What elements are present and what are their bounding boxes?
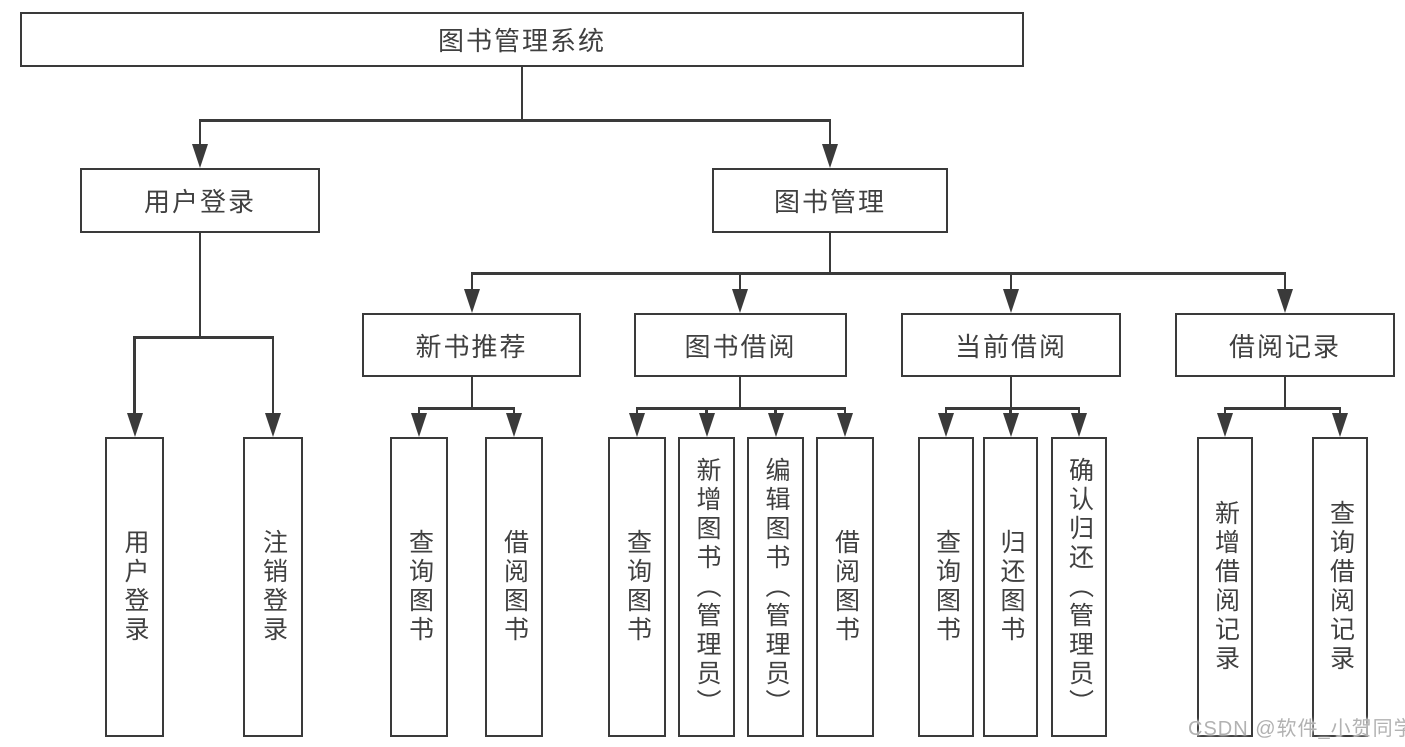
connector-bar (635, 407, 847, 410)
arrowhead-down-icon (1332, 413, 1348, 437)
leaf-edit-books-admin: 编辑图书（管理员） (747, 437, 804, 737)
connector-drop (828, 119, 832, 150)
node-book-management-label: 图书管理 (773, 187, 886, 217)
connector-drop (738, 272, 742, 295)
connector-drop (271, 336, 275, 419)
leaf-query-books-2-label: 查询图书 (623, 529, 652, 645)
leaf-query-books-3: 查询图书 (918, 437, 974, 737)
connector-stem (470, 377, 474, 410)
leaf-query-books-1-label: 查询图书 (405, 529, 434, 645)
node-book-borrowing: 图书借阅 (634, 313, 847, 377)
connector-bar (133, 336, 275, 339)
node-borrowing-records: 借阅记录 (1175, 313, 1395, 377)
leaf-borrow-books-2-label: 借阅图书 (831, 529, 860, 645)
arrowhead-down-icon (1071, 413, 1087, 437)
connector-stem (828, 233, 832, 275)
connector-stem (520, 67, 524, 122)
node-user-login-label: 用户登录 (143, 187, 256, 217)
connector-bar (198, 119, 832, 122)
leaf-user-login-label: 用户登录 (121, 529, 149, 645)
connector-stem (198, 233, 202, 339)
arrowhead-down-icon (629, 413, 645, 437)
leaf-return-books: 归还图书 (983, 437, 1038, 737)
connector-stem (1009, 377, 1013, 410)
leaf-add-books-admin: 新增图书（管理员） (678, 437, 735, 737)
leaf-query-borrow-record: 查询借阅记录 (1312, 437, 1368, 737)
leaf-edit-books-admin-label: 编辑图书（管理员） (762, 456, 790, 718)
connector-drop (133, 336, 136, 419)
leaf-query-borrow-record-label: 查询借阅记录 (1326, 500, 1355, 674)
connector-bar (470, 272, 1287, 275)
connector-drop (470, 272, 474, 295)
connector-drop (1283, 272, 1287, 295)
leaf-confirm-return-admin-label: 确认归还（管理员） (1065, 456, 1094, 718)
node-borrowing-records-label: 借阅记录 (1228, 331, 1341, 362)
arrowhead-down-icon (732, 289, 748, 313)
leaf-borrow-books-1: 借阅图书 (485, 437, 543, 737)
arrowhead-down-icon (767, 413, 784, 437)
arrowhead-down-icon (464, 289, 480, 313)
arrowhead-down-icon (1003, 289, 1019, 313)
arrowhead-down-icon (506, 413, 522, 437)
leaf-confirm-return-admin: 确认归还（管理员） (1051, 437, 1107, 737)
node-user-login: 用户登录 (80, 168, 320, 233)
leaf-add-borrow-record-label: 新增借阅记录 (1211, 500, 1240, 674)
arrowhead-down-icon (1002, 413, 1019, 437)
arrowhead-down-icon (265, 413, 281, 437)
arrowhead-down-icon (822, 144, 838, 168)
node-current-borrowing-label: 当前借阅 (954, 331, 1067, 362)
arrowhead-down-icon (938, 413, 954, 437)
node-book-management: 图书管理 (712, 168, 948, 233)
arrowhead-down-icon (1217, 413, 1233, 437)
arrowhead-down-icon (1277, 289, 1293, 313)
leaf-query-books-1: 查询图书 (390, 437, 448, 737)
arrowhead-down-icon (837, 413, 853, 437)
leaf-return-books-label: 归还图书 (997, 529, 1025, 645)
leaf-user-login: 用户登录 (105, 437, 164, 737)
leaf-logout: 注销登录 (243, 437, 303, 737)
connector-drop (1009, 272, 1013, 295)
leaf-query-books-3-label: 查询图书 (932, 529, 961, 645)
node-book-borrowing-label: 图书借阅 (684, 331, 797, 362)
csdn-watermark: CSDN @软件_小贺同学 (1188, 718, 1405, 740)
arrowhead-down-icon (411, 413, 427, 437)
leaf-borrow-books-2: 借阅图书 (816, 437, 874, 737)
connector-bar (417, 407, 516, 410)
node-new-book-recommend-label: 新书推荐 (415, 331, 528, 362)
leaf-logout-label: 注销登录 (259, 529, 288, 645)
connector-drop (198, 119, 202, 150)
arrowhead-down-icon (126, 413, 143, 437)
node-current-borrowing: 当前借阅 (901, 313, 1121, 377)
connector-bar (1223, 407, 1342, 410)
connector-bar (944, 407, 1081, 410)
connector-stem (1283, 377, 1287, 410)
node-root: 图书管理系统 (20, 12, 1024, 67)
arrowhead-down-icon (698, 413, 715, 437)
node-root-label: 图书管理系统 (437, 26, 606, 56)
leaf-add-borrow-record: 新增借阅记录 (1197, 437, 1253, 737)
arrowhead-down-icon (192, 144, 208, 168)
connector-stem (738, 377, 742, 410)
node-new-book-recommend: 新书推荐 (362, 313, 581, 377)
leaf-borrow-books-1-label: 借阅图书 (500, 529, 529, 645)
leaf-add-books-admin-label: 新增图书（管理员） (693, 456, 721, 718)
leaf-query-books-2: 查询图书 (608, 437, 666, 737)
